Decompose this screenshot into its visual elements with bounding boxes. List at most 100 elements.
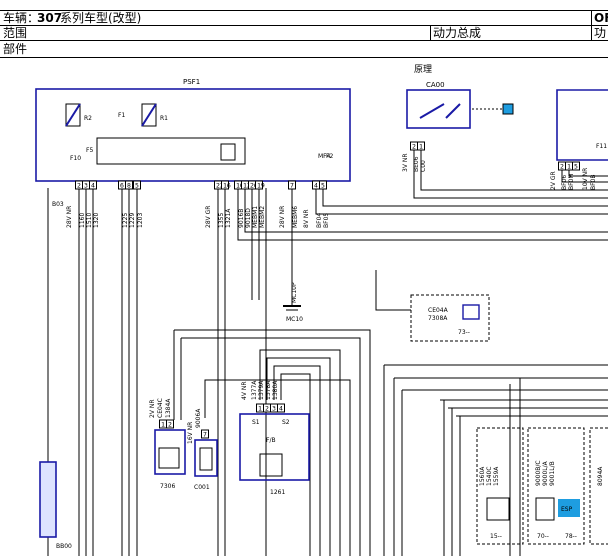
fuse-f1: F1: [118, 112, 125, 119]
psf1-pin: 7: [290, 182, 294, 190]
switch-1261: 1261: [239, 413, 310, 496]
wire-code: 1510: [86, 213, 93, 228]
vehicle-label: 车辆：: [3, 11, 40, 25]
bottom-box-edge: [589, 427, 608, 545]
psf1-pin: 2: [77, 182, 81, 190]
wire-code: MEBM2: [259, 206, 266, 228]
bottom-wire-a: 1540C: [486, 467, 493, 486]
relay-r2: R2: [65, 103, 92, 127]
header-row-scope: 范围 动力总成 功: [0, 25, 608, 41]
ca00-cond: 3V NR: [402, 154, 409, 173]
bottom-box-15: 15--: [476, 427, 524, 545]
wire-code: MEBM1: [252, 206, 259, 228]
c1261-pin-box: [277, 403, 285, 413]
right-cond: 2V GR: [550, 171, 557, 190]
wire-group-cond: 28V GR: [205, 206, 212, 228]
principle-label: 原理: [414, 64, 432, 75]
svg-text:CE04A: CE04A: [428, 307, 449, 314]
psf1-pin: 4: [91, 182, 95, 190]
bottom-wire-a: 1559A: [493, 466, 500, 486]
bottom-wire-b: 9000B/C: [535, 460, 542, 486]
right-unit: F11: [556, 89, 608, 161]
svg-text:7306: 7306: [160, 483, 175, 490]
relay-r1: R1: [141, 103, 168, 127]
psf1-pin: 5: [135, 182, 139, 190]
wire-code: BF05: [323, 213, 330, 228]
svg-text:7308A: 7308A: [428, 315, 448, 322]
c1261-inner-label: S2: [282, 419, 290, 426]
sensor-7306: 7306: [154, 429, 186, 490]
svg-text:78--: 78--: [565, 533, 577, 540]
psf1-pin-box: [319, 180, 327, 190]
bottom-wire-c: 8094A: [597, 466, 604, 486]
connector-c001: C001: [194, 439, 218, 491]
c1261-pin: 2: [265, 405, 269, 413]
psf1-label: PSF1: [183, 78, 200, 86]
fuse-mf4: MF4: [318, 153, 331, 160]
system-label: 动力总成: [433, 26, 482, 40]
right-code: OF: [594, 11, 608, 25]
psf1-pin: 6: [120, 182, 124, 190]
ca00-wire: C00: [420, 160, 427, 172]
c1261-cond: 4V NR: [241, 382, 248, 401]
c7306-cond: 2V NR: [149, 400, 156, 419]
vehicle-model: 307: [37, 11, 63, 25]
vehicle-desc: 系列车型(改型): [60, 11, 142, 25]
ca00-wire: BE06: [413, 156, 420, 172]
bottom-wire-b: 9001L/B: [549, 461, 556, 486]
right-wire: BF0B: [590, 174, 597, 190]
part-label: 部件: [3, 42, 28, 56]
psf1-pin: 12: [243, 182, 251, 190]
ca00-unit: CA00: [406, 81, 514, 129]
psf1-pin-box: [255, 180, 263, 190]
right-pin: 5: [574, 163, 578, 171]
fuse-f2: F2: [326, 153, 333, 160]
c1261-pin: 4: [279, 405, 283, 413]
c001-pin-box: [201, 429, 209, 439]
ca00-pin: 2: [412, 143, 416, 151]
svg-text:B03: B03: [52, 201, 64, 208]
right-wire: BF06: [561, 175, 568, 190]
fuse-f11: F11: [596, 143, 607, 150]
psf1-pin: 4: [314, 182, 318, 190]
psf1-pin: 5: [321, 182, 325, 190]
header-row-part: 部件: [0, 41, 608, 58]
c001-wire: 9006A: [195, 408, 202, 428]
fuse-f10: F10: [70, 155, 81, 162]
c1261-inner-label: F/B: [266, 437, 276, 444]
psf1-pin: 22: [216, 182, 224, 190]
wire-group-cond: 8V NR: [303, 210, 310, 229]
psf1-module-icon: [220, 143, 236, 161]
wire-code: 1355: [218, 213, 225, 228]
svg-text:CA00: CA00: [426, 81, 445, 89]
func-label: 功: [594, 26, 607, 40]
c7306-pin: 2: [168, 421, 172, 429]
c001-pin: 7: [203, 431, 207, 439]
wire-code: 1160: [79, 213, 86, 228]
right-cond: 10V NR: [582, 168, 589, 190]
wire-group-cond: 28V NR: [66, 206, 73, 228]
psf1-unit: PSF1 R2 R1 F1 F10 F5 MF4 F2: [35, 78, 351, 182]
wire-code: 1229: [129, 213, 136, 228]
psf1-pin-box: [288, 180, 296, 190]
ce04a-connector: CE04A 7308A 73--: [410, 294, 490, 342]
svg-text:BB00: BB00: [56, 543, 72, 550]
psf1-pin-box: [221, 180, 229, 190]
bottom-wire-b: 9000L/A: [542, 460, 549, 486]
psf1-pin-box: [89, 180, 97, 190]
c001-cond: 16V NR: [187, 422, 194, 444]
battery-bb00: B03 BB00: [39, 201, 72, 550]
svg-text:70--: 70--: [537, 533, 549, 540]
wire-code: 1203: [137, 213, 144, 228]
right-pin: 2: [560, 163, 564, 171]
c7306-wire: 1384A: [165, 398, 172, 418]
c1261-wire: 1377A: [251, 380, 258, 400]
right-pin-box: [572, 161, 580, 171]
